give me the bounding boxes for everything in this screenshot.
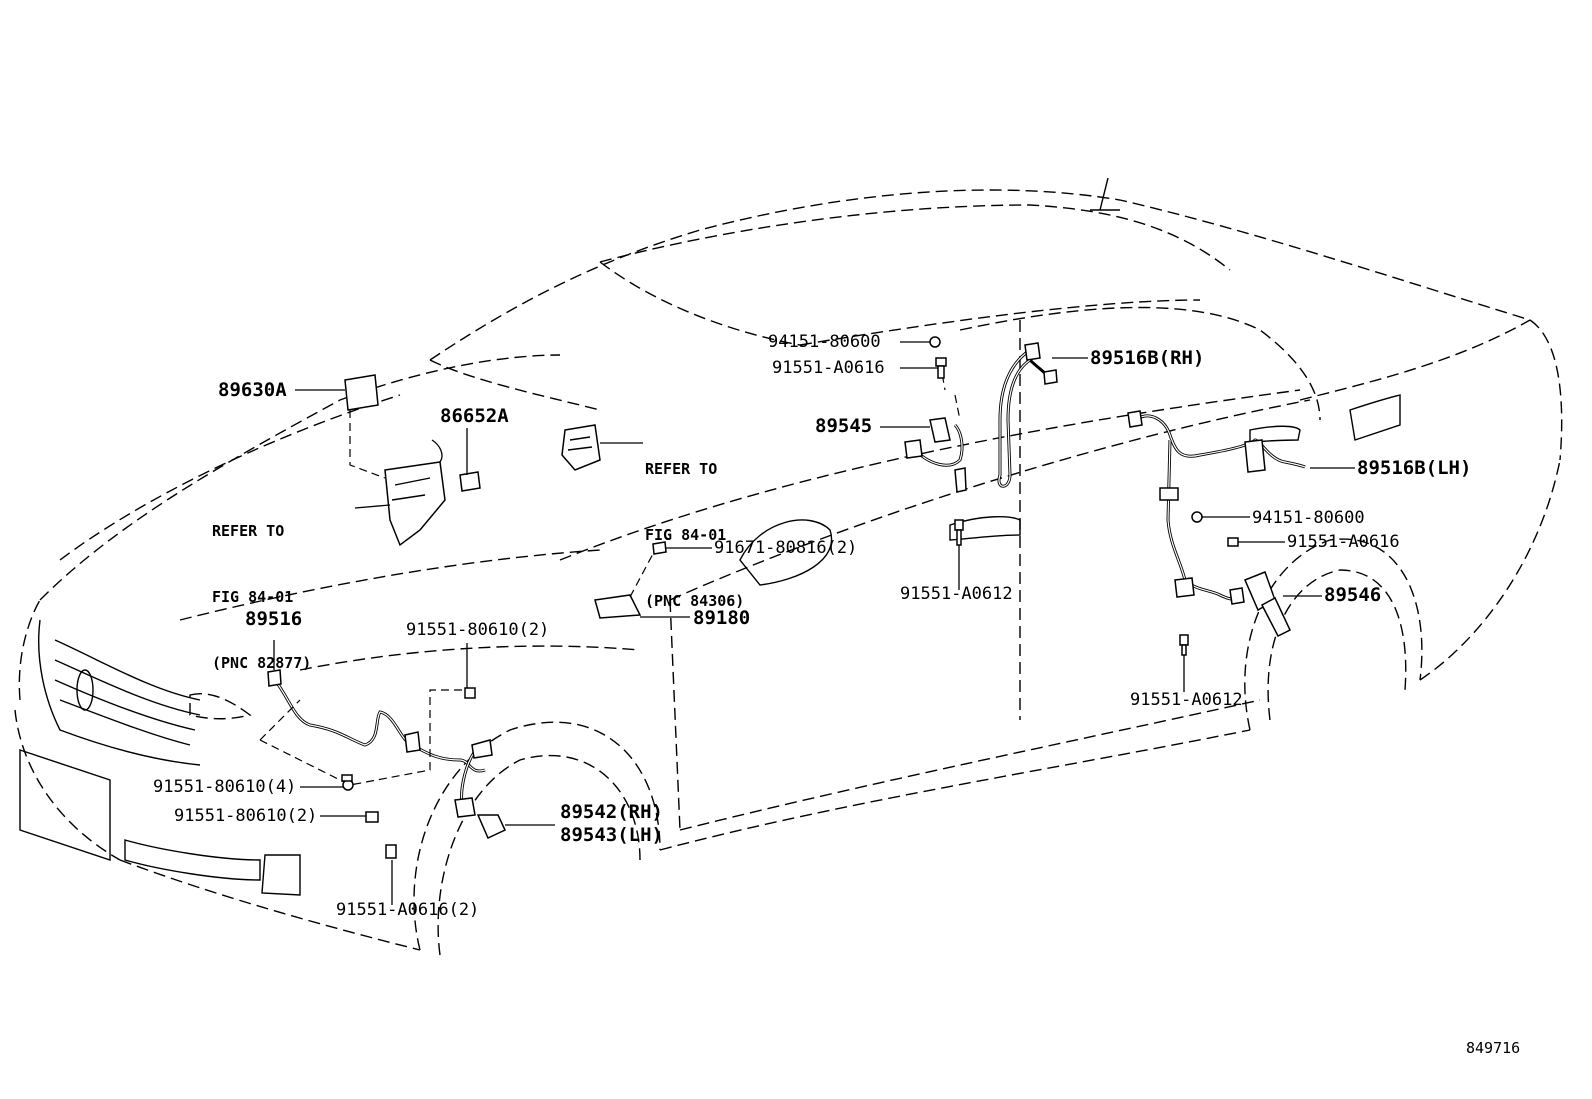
label-94151-80600-top: 94151-80600: [768, 332, 881, 352]
label-91551-A0616-top: 91551-A0616: [772, 358, 885, 378]
refer-left-line3: (PNC 82877): [212, 654, 312, 672]
label-89543-LH: 89543(LH): [560, 824, 663, 846]
refer-left-line2: FIG 84-01: [212, 588, 294, 606]
label-89516B-LH: 89516B(LH): [1357, 457, 1472, 479]
label-89546: 89546: [1324, 584, 1382, 606]
clip-part-86652A: [459, 471, 481, 492]
refer-center-line2: FIG 84-01: [645, 526, 727, 544]
label-91551-80610-4: 91551-80610(4): [153, 777, 297, 797]
label-91671-80816: 91671-80816(2): [714, 538, 858, 558]
refer-center-line3: (PNC 84306): [645, 592, 745, 610]
bracket-part-82877: [384, 439, 446, 547]
label-89542-RH: 89542(RH): [560, 801, 663, 823]
label-94151-80600-right: 94151-80600: [1252, 508, 1365, 528]
label-91551-A0616-right: 91551-A0616: [1287, 532, 1400, 552]
label-89180: 89180: [693, 607, 751, 629]
label-89545: 89545: [815, 415, 873, 437]
part-89180: [594, 549, 656, 619]
front-harness: [259, 669, 486, 786]
illustration-number: 849716: [1466, 1039, 1521, 1057]
label-91551-80610-2-top: 91551-80610(2): [406, 620, 550, 640]
label-86652A: 86652A: [440, 405, 509, 427]
ecu-part-89630A: [344, 374, 386, 479]
label-89516B-RH: 89516B(RH): [1090, 347, 1205, 369]
label-89516: 89516: [245, 608, 303, 630]
leader-lines: [273, 341, 1355, 905]
rear-speed-sensor-89546: [1229, 571, 1291, 638]
sensor-part-84306: [561, 424, 601, 471]
label-refer-left: REFER TO FIG 84-01 (PNC 82877): [212, 476, 311, 718]
rear-harness-lh: [1127, 410, 1306, 601]
label-91551-A0616-2: 91551-A0616(2): [336, 900, 480, 920]
rear-speed-sensor-89545: [904, 361, 967, 493]
label-91551-A0612-mid: 91551-A0612: [900, 584, 1013, 604]
label-refer-center: REFER TO FIG 84-01 (PNC 84306): [645, 414, 744, 656]
rear-harness-rh: [997, 342, 1058, 488]
refer-left-line1: REFER TO: [212, 522, 285, 540]
label-91551-A0612-right: 91551-A0612: [1130, 690, 1243, 710]
label-91551-80610-2-low: 91551-80610(2): [174, 806, 318, 826]
refer-center-line1: REFER TO: [645, 460, 718, 478]
label-89630A: 89630A: [218, 379, 287, 401]
front-speed-sensor: [454, 739, 506, 840]
car-body-outline: [14, 177, 1563, 956]
